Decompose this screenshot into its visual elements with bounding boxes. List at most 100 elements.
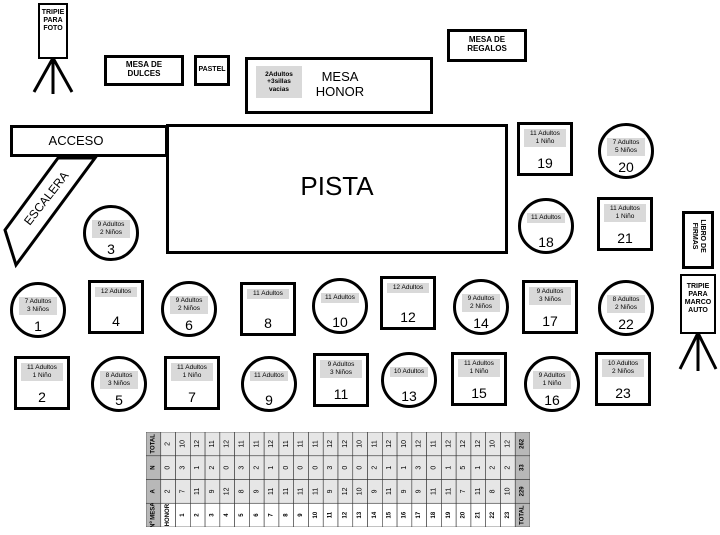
- tally-cell-text: 12: [224, 487, 231, 495]
- table-number: 16: [544, 392, 560, 408]
- table-number: 6: [185, 317, 193, 333]
- tally-cell-text: 2: [165, 442, 172, 446]
- tally-cell-text: 12: [504, 440, 511, 448]
- tally-cell-text: 3: [416, 466, 423, 470]
- table-number: 2: [38, 389, 46, 405]
- tally-cell-text: 0: [312, 466, 319, 470]
- tally-cell-text: 11: [209, 440, 216, 447]
- table-info: 11 Adultos 1 Niño: [171, 363, 213, 381]
- tally-cell-text: 3: [209, 513, 215, 517]
- tally-cell-text: 0: [165, 466, 172, 470]
- table-number: 17: [542, 313, 558, 329]
- table-info: 10 Adultos 2 Niños: [602, 359, 644, 377]
- tally-cell-text: 11: [445, 488, 452, 495]
- tally-cell-text: 11: [431, 440, 438, 447]
- tally-cell-text: 12: [268, 440, 275, 448]
- pastel-label: PASTEL: [198, 66, 226, 73]
- tally-cell-text: 6: [254, 513, 260, 517]
- tally-cell-text: 11: [253, 440, 260, 447]
- table-number: 3: [107, 241, 115, 257]
- tally-cell-text: Nº MESA: [150, 502, 156, 527]
- tally-cell-text: 0: [283, 466, 290, 470]
- table-number: 23: [615, 385, 631, 401]
- tally-cell-text: 12: [194, 440, 201, 448]
- tally-cell-text: 11: [431, 488, 438, 495]
- tally-cell-text: 2: [504, 466, 511, 470]
- tally-cell-text: 11: [194, 488, 201, 495]
- tally-cell-text: 2: [165, 489, 172, 493]
- tally-cell-text: 12: [386, 440, 393, 448]
- table-info: 9 Adultos 3 Niños: [320, 360, 362, 378]
- tally-cell-text: 11: [268, 488, 275, 495]
- tally-cell-text: 3: [239, 466, 246, 470]
- pastel: [194, 55, 230, 86]
- table-info: 11 Adultos 1 Niño: [604, 204, 646, 222]
- tally-cell-text: 11: [298, 440, 305, 447]
- mesa-regalos-label: MESA DE REGALOS: [467, 35, 507, 54]
- tally-cell-text: 12: [460, 440, 467, 448]
- pista: [166, 124, 508, 254]
- tally-cell-text: 12: [342, 511, 348, 518]
- tally-cell-text: A: [150, 489, 156, 494]
- tally-cell-text: 11: [239, 440, 246, 447]
- tally-cell-text: 0: [298, 466, 305, 470]
- tally-cell-text: 0: [357, 466, 364, 470]
- table-23: 10 Adultos 2 Niños 23: [595, 352, 651, 406]
- acceso: [10, 125, 168, 157]
- table-info: 11 Adultos: [321, 293, 359, 303]
- table-number: 4: [112, 313, 120, 329]
- table-info: 9 Adultos 2 Niños: [92, 220, 130, 238]
- libro-firmas-label: LIBRO DE FIRMAS: [691, 219, 707, 253]
- tally-cell-text: 12: [224, 440, 231, 448]
- tally-cell-text: 0: [224, 466, 231, 470]
- mesa-dulces-label: MESA DE DULCES: [125, 60, 163, 79]
- tally-cell-text: HONOR: [165, 503, 171, 526]
- tally-cell: [514, 432, 530, 457]
- table-3: 9 Adultos 2 Niños 3: [83, 205, 139, 261]
- tally-cell-text: 11: [283, 488, 290, 495]
- tally-cell-text: 2: [490, 466, 497, 470]
- table-number: 8: [264, 315, 272, 331]
- tally-cell-text: 8: [239, 489, 246, 493]
- tally-cell-text: 3: [179, 466, 186, 470]
- tally-cell-text: 1: [180, 513, 186, 517]
- mesa-regalos: [447, 29, 527, 62]
- table-info: 11 Adultos 1 Niño: [458, 359, 500, 377]
- table-number: 19: [537, 155, 553, 171]
- tally-cell-text: 3: [327, 466, 334, 470]
- tally-cell-text: 9: [327, 489, 334, 493]
- tally-cell-text: 12: [342, 440, 349, 448]
- tally-cell-text: 8: [283, 513, 289, 517]
- tripie-foto-box: [38, 3, 68, 59]
- tally-cell-text: 11: [312, 440, 319, 447]
- tripie-foto-label: TRIPIE PARA FOTO: [41, 9, 65, 33]
- table-number: 13: [401, 388, 417, 404]
- tally-cell-text: 7: [269, 513, 275, 517]
- libro-firmas: [682, 211, 714, 269]
- tally-cell-text: 1: [268, 466, 275, 470]
- tally-cell-text: 10: [313, 511, 319, 518]
- tally-cell-text: 1: [386, 466, 393, 470]
- tally-cell-text: 10: [357, 440, 364, 448]
- pista-label: PISTA: [300, 171, 374, 201]
- tally-cell-text: TOTAL: [150, 434, 156, 454]
- tally-cell-text: 15: [387, 511, 393, 518]
- tripie-marco-label: TRIPIE PARA MARCO AUTO: [684, 283, 712, 315]
- tally-cell-text: 11: [283, 440, 290, 447]
- table-info: 9 Adultos 1 Niño: [533, 371, 571, 389]
- tally-cell-text: 11: [312, 488, 319, 495]
- table-info: 11 Adultos: [250, 371, 288, 381]
- tally-cell-text: 8: [490, 489, 497, 493]
- tally-cell-text: 2: [209, 466, 216, 470]
- tally-cell-text: 11: [298, 488, 305, 495]
- table-number: 5: [115, 392, 123, 408]
- table-info: 11 Adultos 1 Niño: [21, 363, 63, 381]
- tally-cell-text: 7: [460, 489, 467, 493]
